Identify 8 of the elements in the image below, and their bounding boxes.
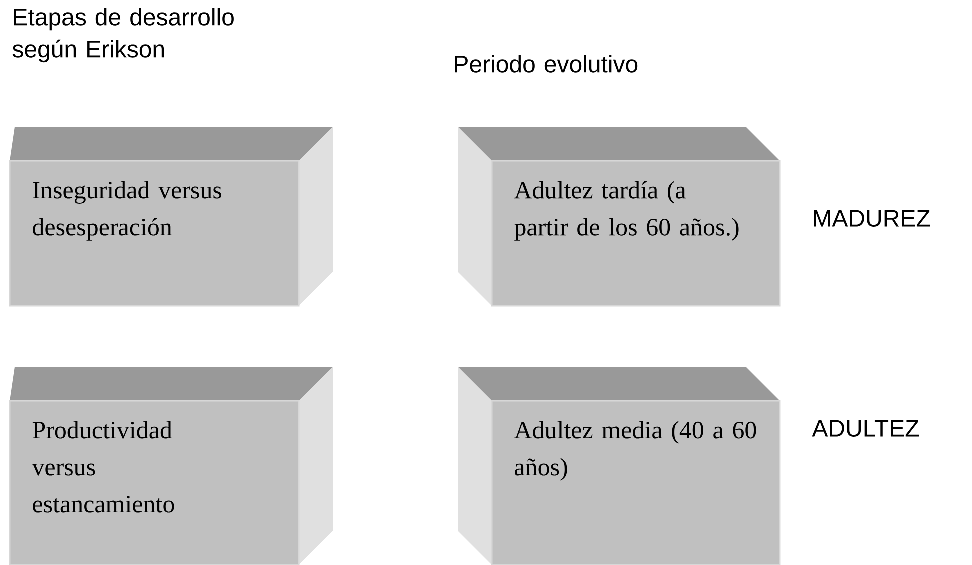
block-box: Adultez media (40 a 60 años) (458, 367, 781, 565)
block-box: Adultez tardía (a partir de los 60 años.) (458, 127, 781, 307)
label-text: ADULTEZ (812, 420, 920, 437)
label-text: Periodo evolutivo (455, 55, 638, 73)
block-box: Productividad versus estancamiento (9, 367, 333, 565)
block-box: Inseguridad versus desesperación (9, 127, 333, 307)
label-text: Etapas de desarrollo según Erikson (12, 8, 234, 63)
label-text: MADUREZ (814, 210, 930, 227)
